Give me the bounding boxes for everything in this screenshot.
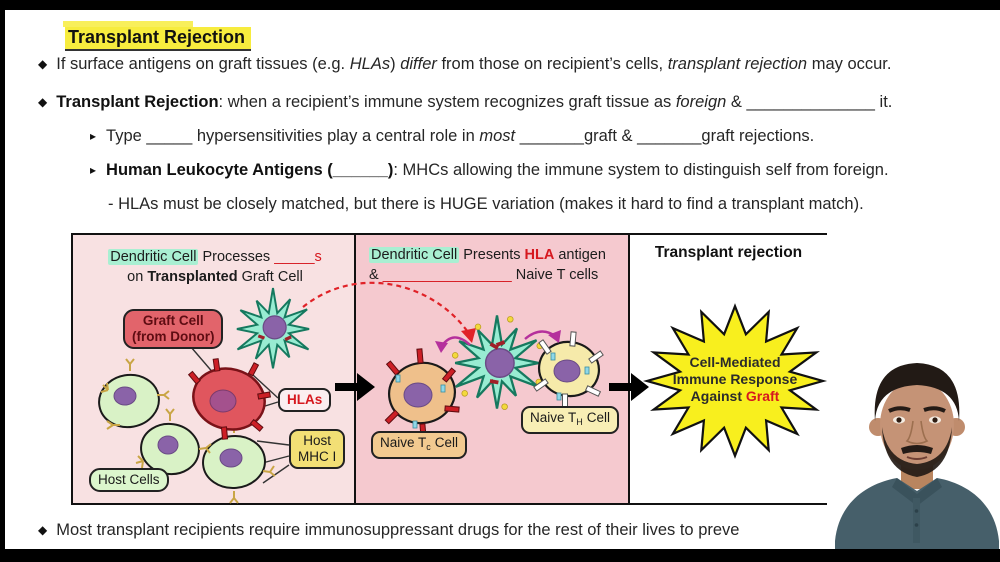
highlighter-smudge: [63, 21, 193, 27]
text-run: foreign: [675, 93, 727, 111]
text-run: Processes: [198, 249, 275, 265]
fill-in-blank: ______________: [746, 93, 875, 111]
fill-in-blank: ________________: [382, 267, 512, 283]
page-title: Transplant Rejection: [65, 27, 252, 51]
text-run: Human Leukocyte Antigens (: [106, 161, 333, 179]
text-run: Graft: [745, 388, 780, 404]
text-run: transplant rejection: [667, 55, 808, 73]
label-text: Graft Cell: [142, 313, 204, 328]
label-text: (from Donor): [132, 329, 215, 344]
bullet-line-2: ◆ Transplant Rejection: when a recipient’…: [38, 93, 892, 112]
highlighted-term: Dendritic Cell: [369, 247, 460, 263]
text-run: HLAs: [349, 55, 391, 73]
letterbox-left: [0, 10, 5, 549]
text-run: it.: [874, 93, 893, 111]
sub-bullet-line-1: ▸ Type _____ hypersensitivities play a ce…: [90, 127, 814, 146]
bullet-line-1: ◆ If surface antigens on graft tissues (e…: [38, 55, 891, 74]
hlas-label: HLAs: [278, 388, 332, 412]
text-run: on: [127, 269, 148, 285]
text-run: Transplant Rejection: [56, 93, 219, 111]
panel2-header: Dendritic Cell Presents HLA antigen & ___…: [369, 245, 619, 285]
text-run: Presents: [459, 247, 525, 263]
text-run: antigen: [554, 247, 606, 263]
text-run: Naive T cells: [511, 267, 599, 283]
fill-in-blank: _____: [146, 127, 193, 145]
text-run: graft &: [583, 127, 638, 145]
text-run: from those on recipient’s cells,: [436, 55, 668, 73]
text-run: hypersensitivities play a central role i…: [192, 127, 480, 145]
triangle-bullet-icon: ▸: [90, 129, 97, 143]
text-run: &: [369, 267, 383, 283]
text-run: Graft Cell: [237, 269, 303, 285]
text-run: Most transplant recipients require immun…: [56, 521, 740, 539]
text-run: If surface antigens on graft tissues (e.…: [56, 55, 350, 73]
text-run: Transplanted: [147, 269, 238, 285]
text-run: differ: [400, 55, 437, 73]
text-run: graft rejections.: [701, 127, 815, 145]
text-run: : when a recipient’s immune system recog…: [218, 93, 676, 111]
host-cells-label: Host Cells: [89, 468, 169, 492]
transplant-rejection-diagram: Dendritic Cell Processes _____s on Transp…: [71, 233, 829, 505]
fill-in-blank: _____: [274, 249, 315, 265]
letterbox-top: [0, 0, 1000, 10]
diamond-bullet-icon: ◆: [38, 523, 48, 537]
label-text: HLAs: [287, 392, 323, 407]
text-run: &: [726, 93, 747, 111]
label-subscript: H: [576, 417, 583, 427]
label-text: Naive T: [530, 410, 577, 425]
text-run: most: [479, 127, 516, 145]
panel1-header: Dendritic Cell Processes _____s on Transp…: [95, 247, 335, 287]
triangle-bullet-icon: ▸: [90, 163, 97, 177]
beard: [882, 427, 952, 477]
label-text: Cell: [434, 435, 459, 450]
graft-cell-label: Graft Cell(from Donor): [123, 309, 224, 349]
text-run: ): [390, 55, 401, 73]
hair: [874, 363, 960, 421]
text-run: HLA: [524, 247, 555, 263]
text-run: may occur.: [807, 55, 892, 73]
label-text: MHC I: [298, 449, 337, 464]
diamond-bullet-icon: ◆: [38, 95, 48, 109]
label-text: Cell: [586, 410, 611, 425]
label-subscript: c: [426, 442, 431, 452]
diamond-bullet-icon: ◆: [38, 57, 48, 71]
letterbox-bottom: [0, 549, 1000, 562]
text-run: Immune Response: [672, 371, 798, 387]
text-run: : MHCs allowing the immune system to dis…: [393, 161, 889, 179]
dash-note-line: - HLAs must be closely matched, but ther…: [108, 195, 864, 214]
panel3-header: Transplant rejection: [654, 244, 803, 261]
text-run: Cell-Mediated: [689, 354, 781, 370]
text-run: Against: [690, 388, 746, 404]
sub-bullet-line-2: ▸ Human Leukocyte Antigens (______): MHCs…: [90, 161, 889, 180]
label-text: Naive T: [380, 435, 427, 450]
fill-in-blank: _______: [637, 127, 702, 145]
slide-background: Transplant Rejection ◆ If surface antigen…: [5, 10, 1000, 559]
text-run: ): [387, 161, 394, 179]
text-run: Type: [106, 127, 147, 145]
fill-in-blank: ______: [332, 161, 388, 179]
text-run: - HLAs must be closely matched, but ther…: [108, 195, 864, 213]
instructor-illustration: [829, 341, 1000, 559]
fill-in-blank: _______: [519, 127, 584, 145]
text-run: s: [314, 249, 322, 265]
highlighted-term: Dendritic Cell: [108, 249, 199, 265]
label-text: Host: [303, 433, 331, 448]
bullet-line-3: ◆ Most transplant recipients require immu…: [38, 521, 739, 540]
label-text: Host Cells: [98, 472, 160, 487]
face: [880, 380, 954, 470]
instructor-video-overlay: [829, 341, 1000, 559]
